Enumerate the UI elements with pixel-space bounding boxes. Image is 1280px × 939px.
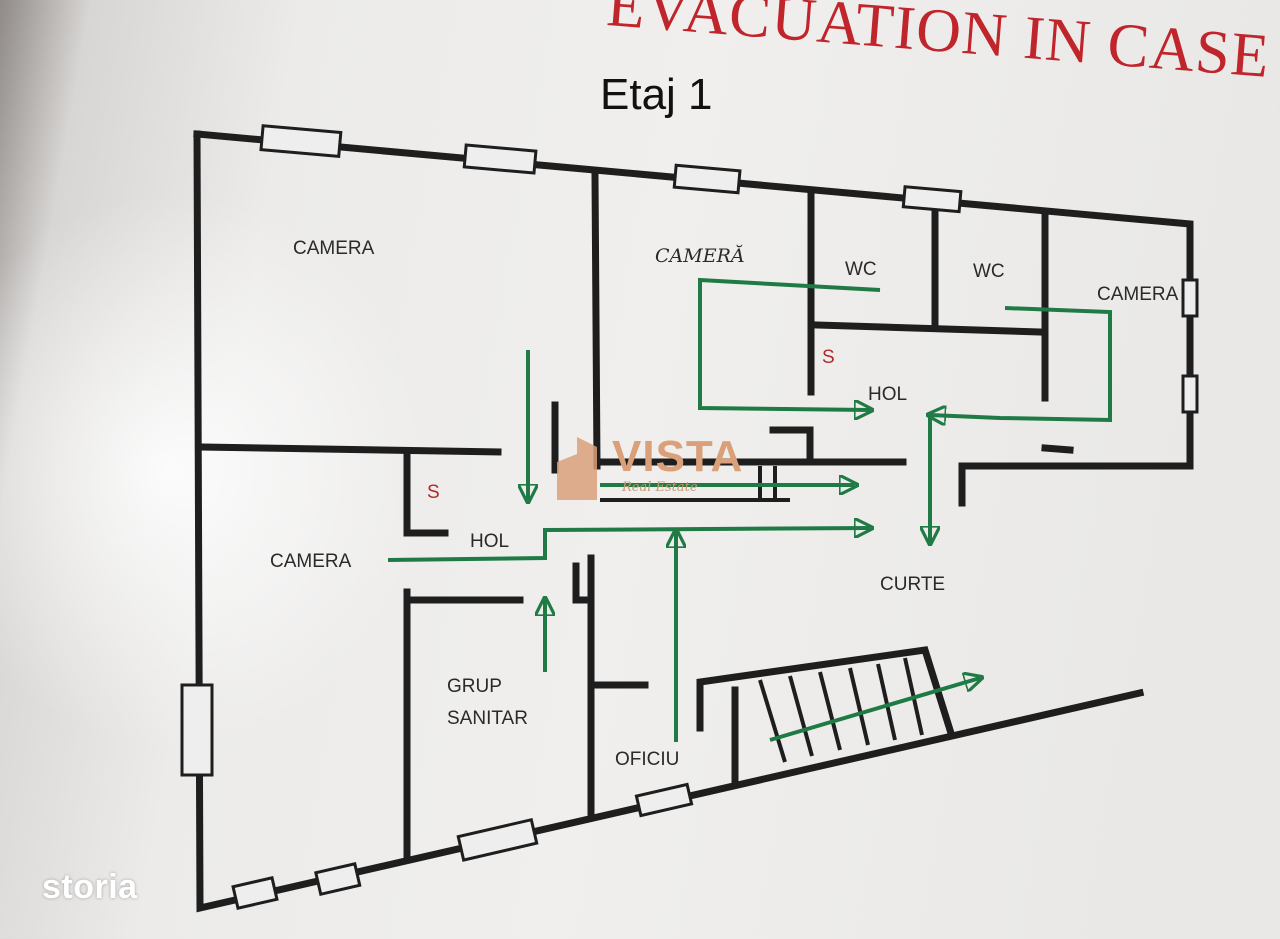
room-label-wc: WC: [973, 261, 1005, 282]
route: [387, 528, 870, 562]
outer-wall: [193, 130, 1194, 507]
room-label-hol: HOL: [470, 531, 509, 552]
room-label-camera: CAMERĂ: [655, 244, 745, 267]
room-label-camera: CAMERA: [270, 551, 352, 572]
evacuation-routes: [387, 277, 1112, 742]
room-label-wc: WC: [845, 259, 877, 280]
vista-logo: VISTA Real Estate: [552, 432, 742, 507]
storia-watermark: storia: [42, 868, 138, 906]
logo-name: VISTA: [612, 432, 744, 481]
room-label-oficiu: OFICIU: [615, 749, 679, 770]
route: [769, 678, 980, 742]
room-labels: CAMERA CAMERĂ WC WC CAMERA S HOL S CAMER…: [270, 238, 1179, 770]
room-label-camera: CAMERA: [1097, 284, 1179, 305]
photo-glare: [0, 190, 430, 750]
building-icon: [557, 437, 597, 500]
room-label-camera: CAMERA: [293, 238, 375, 259]
outer-wall-left: [193, 130, 1145, 913]
stairs: [600, 466, 924, 763]
route: [930, 306, 1112, 420]
room-label-grup-sanitar: SANITAR: [447, 708, 528, 729]
windows: [180, 124, 1199, 911]
room-label-grup-sanitar: GRUP: [447, 676, 502, 697]
walls: [193, 130, 1194, 913]
room-label-hol: HOL: [868, 384, 907, 405]
stair-label: S: [427, 482, 440, 503]
stair-label: S: [822, 347, 835, 368]
route: [698, 277, 881, 410]
logo-tagline: Real Estate: [622, 480, 698, 495]
floor-title: Etaj 1: [600, 70, 713, 119]
room-label-curte: CURTE: [880, 574, 945, 595]
